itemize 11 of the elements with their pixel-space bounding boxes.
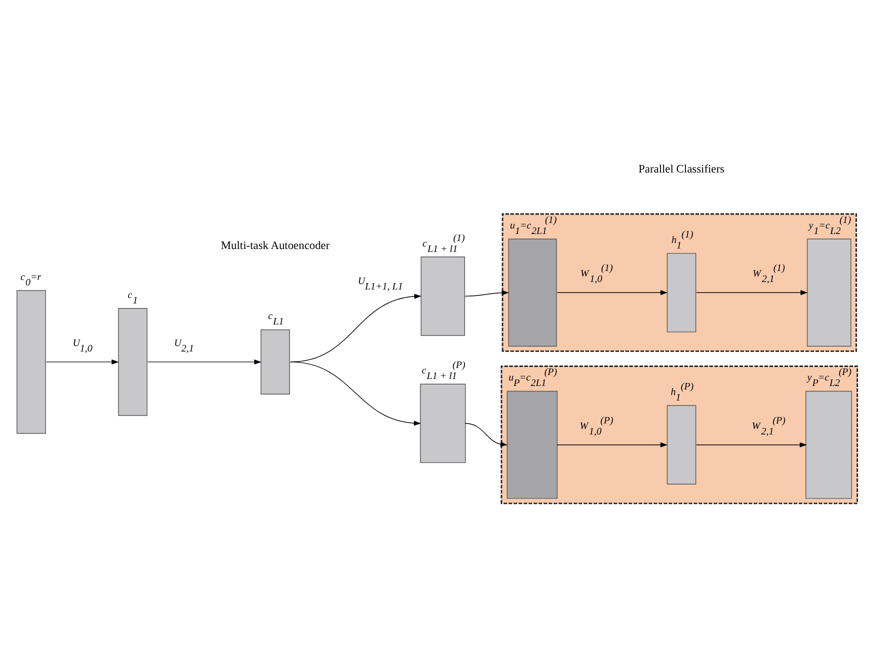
arrow xyxy=(696,442,807,447)
arrow xyxy=(464,290,509,296)
arrow xyxy=(464,422,508,446)
arrow xyxy=(556,290,668,295)
arrow xyxy=(556,442,668,447)
arrow xyxy=(290,361,422,426)
arrow xyxy=(147,358,262,364)
arrow xyxy=(46,358,119,364)
arrow xyxy=(696,290,808,295)
label: Parallel Classifiers xyxy=(638,162,725,175)
label: Multi-task Autoencoder xyxy=(220,239,330,252)
